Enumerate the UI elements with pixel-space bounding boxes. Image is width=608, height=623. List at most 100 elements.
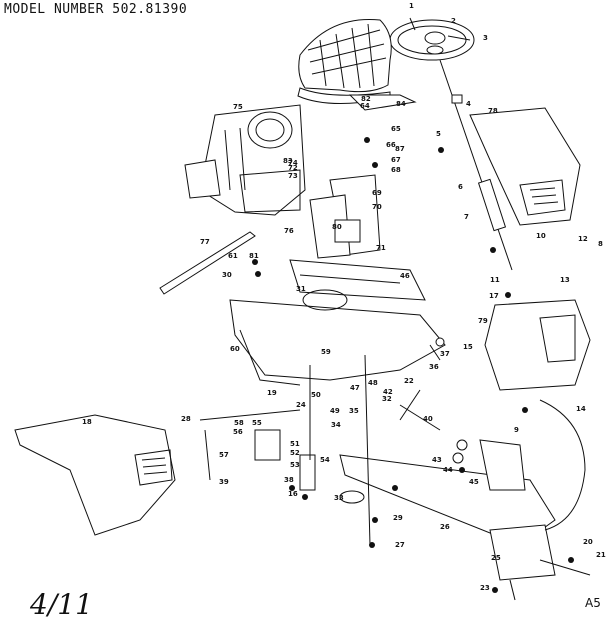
callout-5: 5	[436, 130, 441, 138]
callout-84: 84	[396, 100, 406, 108]
callout-3: 3	[483, 34, 488, 42]
callout-81: 81	[249, 252, 259, 260]
callout-4: 4	[466, 100, 471, 108]
callout-30: 30	[222, 271, 232, 279]
callout-52: 52	[290, 449, 300, 457]
callout-39: 39	[219, 478, 229, 486]
callout-42: 42	[383, 388, 393, 396]
callout-54: 54	[320, 456, 330, 464]
steering-wheel	[389, 17, 475, 61]
callout-47: 47	[350, 384, 360, 392]
callout-77: 77	[200, 238, 210, 246]
callout-50: 50	[311, 391, 321, 399]
seat	[297, 18, 417, 111]
callout-23: 23	[480, 584, 490, 592]
callout-32: 32	[382, 395, 392, 403]
dash-panel	[469, 107, 581, 226]
callout-56: 56	[233, 428, 243, 436]
callout-38: 38	[284, 476, 294, 484]
callout-58: 58	[234, 419, 244, 427]
lower-frame	[339, 439, 591, 601]
callout-73: 73	[288, 172, 298, 180]
callout-25: 25	[491, 554, 501, 562]
callout-6: 6	[458, 183, 463, 191]
callout-61: 61	[228, 252, 238, 260]
callout-74: 74	[288, 159, 298, 167]
callout-16: 16	[288, 490, 298, 498]
callout-29: 29	[393, 514, 403, 522]
callout-13: 13	[560, 276, 570, 284]
callout-78: 78	[488, 107, 498, 115]
callout-68: 68	[391, 166, 401, 174]
belt-guard	[159, 231, 256, 295]
callout-22: 22	[404, 377, 414, 385]
callout-labels: 1 2 3 4 5 6 7 8 9 10 11 12 13 14 15 16 1…	[82, 2, 606, 592]
callout-8: 8	[598, 240, 603, 248]
callout-21: 21	[596, 551, 606, 559]
callout-71: 71	[376, 244, 386, 252]
callout-11: 11	[490, 276, 500, 284]
callout-34: 34	[331, 421, 341, 429]
chassis-frame	[229, 259, 446, 386]
callout-76: 76	[284, 227, 294, 235]
callout-66: 66	[386, 141, 396, 149]
callout-45: 45	[469, 478, 479, 486]
callout-70: 70	[372, 203, 382, 211]
engine	[184, 104, 306, 216]
callout-19: 19	[267, 389, 277, 397]
callout-7: 7	[464, 213, 469, 221]
callout-75: 75	[233, 103, 243, 111]
page-reference: A5	[585, 596, 601, 610]
callout-82: 82	[361, 95, 371, 103]
callout-18: 18	[82, 418, 92, 426]
model-number-heading: MODEL NUMBER 502.81390	[4, 2, 188, 17]
callout-72: 72	[288, 164, 298, 172]
callout-60: 60	[230, 345, 240, 353]
callout-57: 57	[219, 451, 229, 459]
callout-46: 46	[400, 272, 410, 280]
callout-51: 51	[290, 440, 300, 448]
callout-55: 55	[252, 419, 262, 427]
callout-80: 80	[332, 223, 342, 231]
callout-33: 33	[334, 494, 344, 502]
callout-44: 44	[443, 466, 453, 474]
callout-1: 1	[409, 2, 414, 10]
callout-64: 64	[360, 102, 370, 110]
hood	[484, 299, 591, 391]
callout-43: 43	[432, 456, 442, 464]
callout-26: 26	[440, 523, 450, 531]
callout-79: 79	[478, 317, 488, 325]
callout-24: 24	[296, 401, 306, 409]
callout-10: 10	[536, 232, 546, 240]
callout-31: 31	[296, 285, 306, 293]
callout-27: 27	[395, 541, 405, 549]
callout-83: 83	[283, 157, 293, 165]
steering-column	[439, 59, 513, 271]
callout-37: 37	[440, 350, 450, 358]
callout-14: 14	[576, 405, 586, 413]
callout-65: 65	[391, 125, 401, 133]
callout-28: 28	[181, 415, 191, 423]
callout-2: 2	[451, 17, 456, 25]
callout-17: 17	[489, 292, 499, 300]
callout-59: 59	[321, 348, 331, 356]
callout-40: 40	[423, 415, 433, 423]
console-bracket	[309, 174, 381, 259]
callout-35: 35	[349, 407, 359, 415]
linkage-rods	[199, 337, 586, 546]
handwritten-note: 4/11	[30, 588, 93, 621]
callout-69: 69	[372, 189, 382, 197]
callout-87: 87	[395, 145, 405, 153]
callout-53: 53	[290, 461, 300, 469]
callout-20: 20	[583, 538, 593, 546]
callout-36: 36	[429, 363, 439, 371]
callout-67: 67	[391, 156, 401, 164]
callout-15: 15	[463, 343, 473, 351]
callout-48: 48	[368, 379, 378, 387]
hardware-dots	[252, 137, 574, 593]
left-fender	[14, 414, 176, 536]
callout-12: 12	[578, 235, 588, 243]
callout-9: 9	[514, 426, 519, 434]
